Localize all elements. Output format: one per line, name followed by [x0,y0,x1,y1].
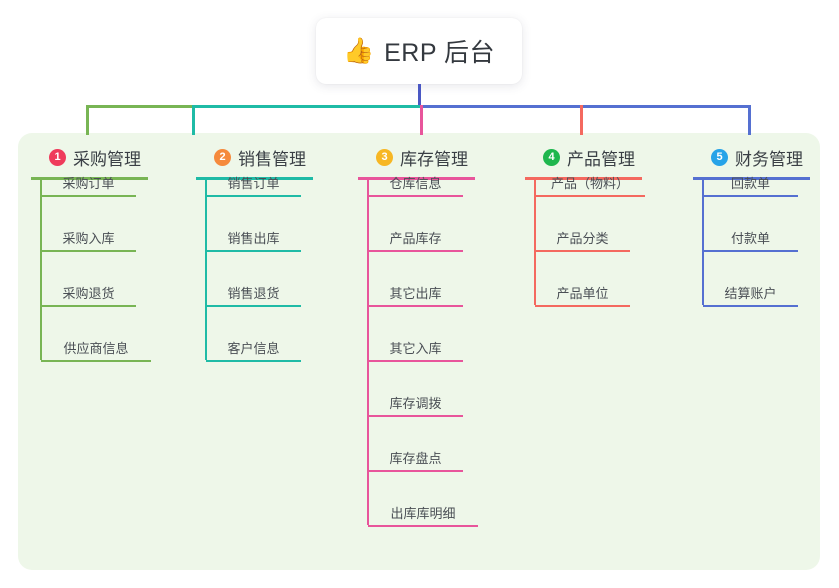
leaf-node[interactable]: 供应商信息 [41,341,151,362]
leaf-node[interactable]: 付款单 [703,231,798,252]
leaf-node[interactable]: 库存盘点 [368,451,463,472]
stem-2 [192,105,195,135]
leaf-label: 产品分类 [556,231,609,246]
root-stem [418,84,421,108]
branch-header-2[interactable]: 2 销售管理 [196,145,306,169]
leaf-label: 客户信息 [227,341,280,356]
branch-header-1[interactable]: 1 采购管理 [31,145,141,169]
leaf-node[interactable]: 回款单 [703,176,798,197]
branch-column-3: 3 库存管理仓库信息产品库存其它出库其它入库库存调拨库存盘点出库库明细 [358,145,478,527]
leaf-label: 采购入库 [62,231,115,246]
leaf-label: 其它出库 [389,286,442,301]
branch-title: 库存管理 [400,149,468,169]
leaf-node[interactable]: 出库库明细 [368,506,478,527]
stem-4 [580,105,583,135]
leaf-node[interactable]: 产品单位 [535,286,630,307]
leaf-label: 产品（物料） [550,176,629,191]
branch-column-1: 1 采购管理采购订单采购入库采购退货供应商信息 [31,145,151,362]
leaf-label: 仓库信息 [389,176,442,191]
diagram-panel [18,133,820,570]
branch-number-badge: 1 [49,148,66,166]
branch-header-4[interactable]: 4 产品管理 [525,145,635,169]
thumbs-up-icon: 👍 [342,36,375,65]
branch-spine [205,180,207,360]
leaf-node[interactable]: 库存调拨 [368,396,463,417]
leaf-label: 销售退货 [227,286,280,301]
leaf-label: 采购退货 [62,286,115,301]
leaf-label: 销售出库 [227,231,280,246]
branch-spine [702,180,704,305]
branch-number-badge: 2 [214,148,231,166]
root-node-title: ERP 后台 [384,39,496,67]
leaf-label: 产品库存 [389,231,442,246]
leaf-node[interactable]: 其它入库 [368,341,463,362]
branch-title: 销售管理 [238,149,306,169]
branch-spine [534,180,536,305]
leaf-node[interactable]: 销售订单 [206,176,301,197]
leaf-label: 库存盘点 [389,451,442,466]
leaf-node[interactable]: 仓库信息 [368,176,463,197]
branch-column-5: 5 财务管理回款单付款单结算账户 [693,145,810,307]
branch-underline [693,177,810,180]
leaf-node[interactable]: 销售退货 [206,286,301,307]
leaf-label: 采购订单 [62,176,115,191]
stem-3 [420,105,423,135]
leaf-label: 产品单位 [556,286,609,301]
bus-teal [192,105,420,108]
branch-number-badge: 4 [543,148,560,166]
leaf-label: 出库库明细 [390,506,456,521]
leaf-node[interactable]: 产品分类 [535,231,630,252]
leaf-node[interactable]: 采购入库 [41,231,136,252]
leaf-node[interactable]: 产品库存 [368,231,463,252]
leaf-label: 销售订单 [227,176,280,191]
branch-underline [31,177,148,180]
leaf-node[interactable]: 客户信息 [206,341,301,362]
stem-1 [86,105,89,135]
leaf-label: 供应商信息 [63,341,129,356]
leaf-label: 回款单 [730,176,770,191]
leaf-node[interactable]: 采购退货 [41,286,136,307]
branch-number-badge: 5 [711,148,728,166]
leaf-label: 库存调拨 [389,396,442,411]
branch-spine [367,180,369,525]
leaf-node[interactable]: 采购订单 [41,176,136,197]
branch-header-5[interactable]: 5 财务管理 [693,145,803,169]
root-node[interactable]: 👍 ERP 后台 [316,18,522,84]
leaf-node[interactable]: 产品（物料） [535,176,645,197]
branch-spine [40,180,42,360]
stem-5 [748,105,751,135]
bus-green [86,105,192,108]
branch-title: 采购管理 [73,149,141,169]
branch-header-3[interactable]: 3 库存管理 [358,145,468,169]
branch-underline [358,177,475,180]
leaf-label: 结算账户 [724,286,777,301]
branch-underline [196,177,313,180]
branch-title: 产品管理 [567,149,635,169]
branch-column-2: 2 销售管理销售订单销售出库销售退货客户信息 [196,145,313,362]
leaf-node[interactable]: 其它出库 [368,286,463,307]
branch-number-badge: 3 [376,148,393,166]
leaf-label: 付款单 [730,231,770,246]
branch-column-4: 4 产品管理产品（物料） 产品分类产品单位 [525,145,645,307]
branch-underline [525,177,642,180]
leaf-node[interactable]: 销售出库 [206,231,301,252]
leaf-label: 其它入库 [389,341,442,356]
leaf-node[interactable]: 结算账户 [703,286,798,307]
bus-indigo [420,105,751,108]
branch-title: 财务管理 [735,149,803,169]
